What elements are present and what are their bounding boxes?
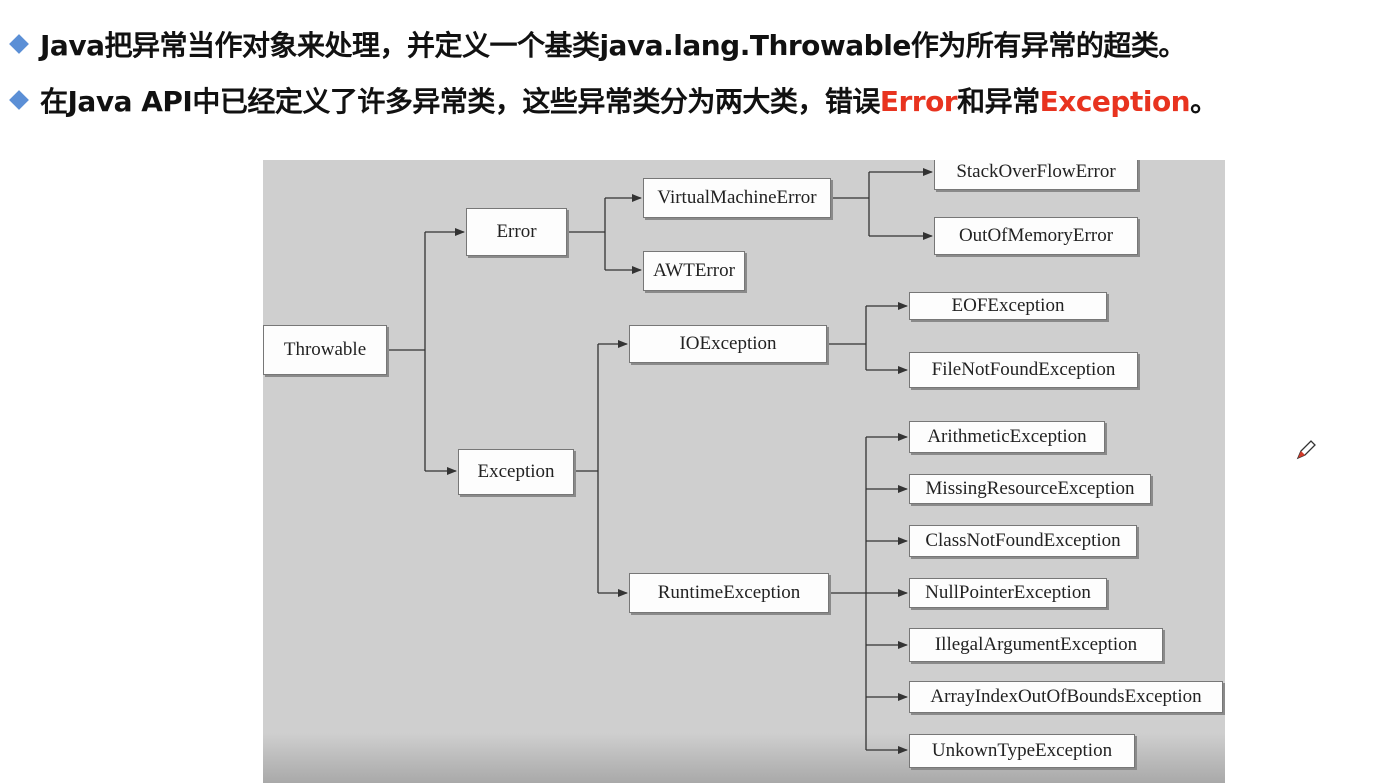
- bullet-text-2-post: 。: [1190, 85, 1218, 118]
- node-illegal-argument-exception: IllegalArgumentException: [909, 628, 1163, 662]
- node-error: Error: [466, 208, 567, 256]
- node-array-index-out-of-bounds-exception: ArrayIndexOutOfBoundsException: [909, 681, 1223, 713]
- diamond-icon: [9, 34, 29, 54]
- node-arithmetic-exception: ArithmeticException: [909, 421, 1105, 453]
- node-eof-exception: EOFException: [909, 292, 1107, 320]
- node-unknown-type-exception: UnkownTypeException: [909, 734, 1135, 768]
- diamond-icon: [9, 90, 29, 110]
- node-virtual-machine-error: VirtualMachineError: [643, 178, 831, 218]
- bullet-line-2: 在Java API中已经定义了许多异常类，这些异常类分为两大类，错误Error和…: [6, 80, 1218, 120]
- connector-lines: [387, 168, 933, 754]
- node-missing-resource-exception: MissingResourceException: [909, 474, 1151, 504]
- bullet-line-1: Java把异常当作对象来处理，并定义一个基类java.lang.Throwabl…: [6, 24, 1186, 64]
- node-stack-overflow-error: StackOverFlowError: [934, 160, 1138, 190]
- node-class-not-found-exception: ClassNotFoundException: [909, 525, 1137, 557]
- bullet-text-2-mid: 和异常: [957, 85, 1040, 118]
- node-null-pointer-exception: NullPointerException: [909, 578, 1107, 608]
- bullet-text-1: Java把异常当作对象来处理，并定义一个基类java.lang.Throwabl…: [40, 29, 1186, 62]
- node-throwable: Throwable: [263, 325, 387, 375]
- exception-highlight: Exception: [1039, 85, 1191, 118]
- bullet-text-2: 在Java API中已经定义了许多异常类，这些异常类分为两大类，错误Error和…: [40, 80, 1218, 120]
- node-exception: Exception: [458, 449, 574, 495]
- exception-hierarchy-diagram: Throwable Error Exception VirtualMachine…: [263, 160, 1225, 783]
- node-awt-error: AWTError: [643, 251, 745, 291]
- bullet-text-2-pre: 在Java API中已经定义了许多异常类，这些异常类分为两大类，错误: [40, 85, 880, 118]
- node-runtime-exception: RuntimeException: [629, 573, 829, 613]
- node-out-of-memory-error: OutOfMemoryError: [934, 217, 1138, 255]
- node-io-exception: IOException: [629, 325, 827, 363]
- pencil-icon: [1296, 440, 1316, 460]
- error-highlight: Error: [879, 85, 958, 118]
- node-file-not-found-exception: FileNotFoundException: [909, 352, 1138, 388]
